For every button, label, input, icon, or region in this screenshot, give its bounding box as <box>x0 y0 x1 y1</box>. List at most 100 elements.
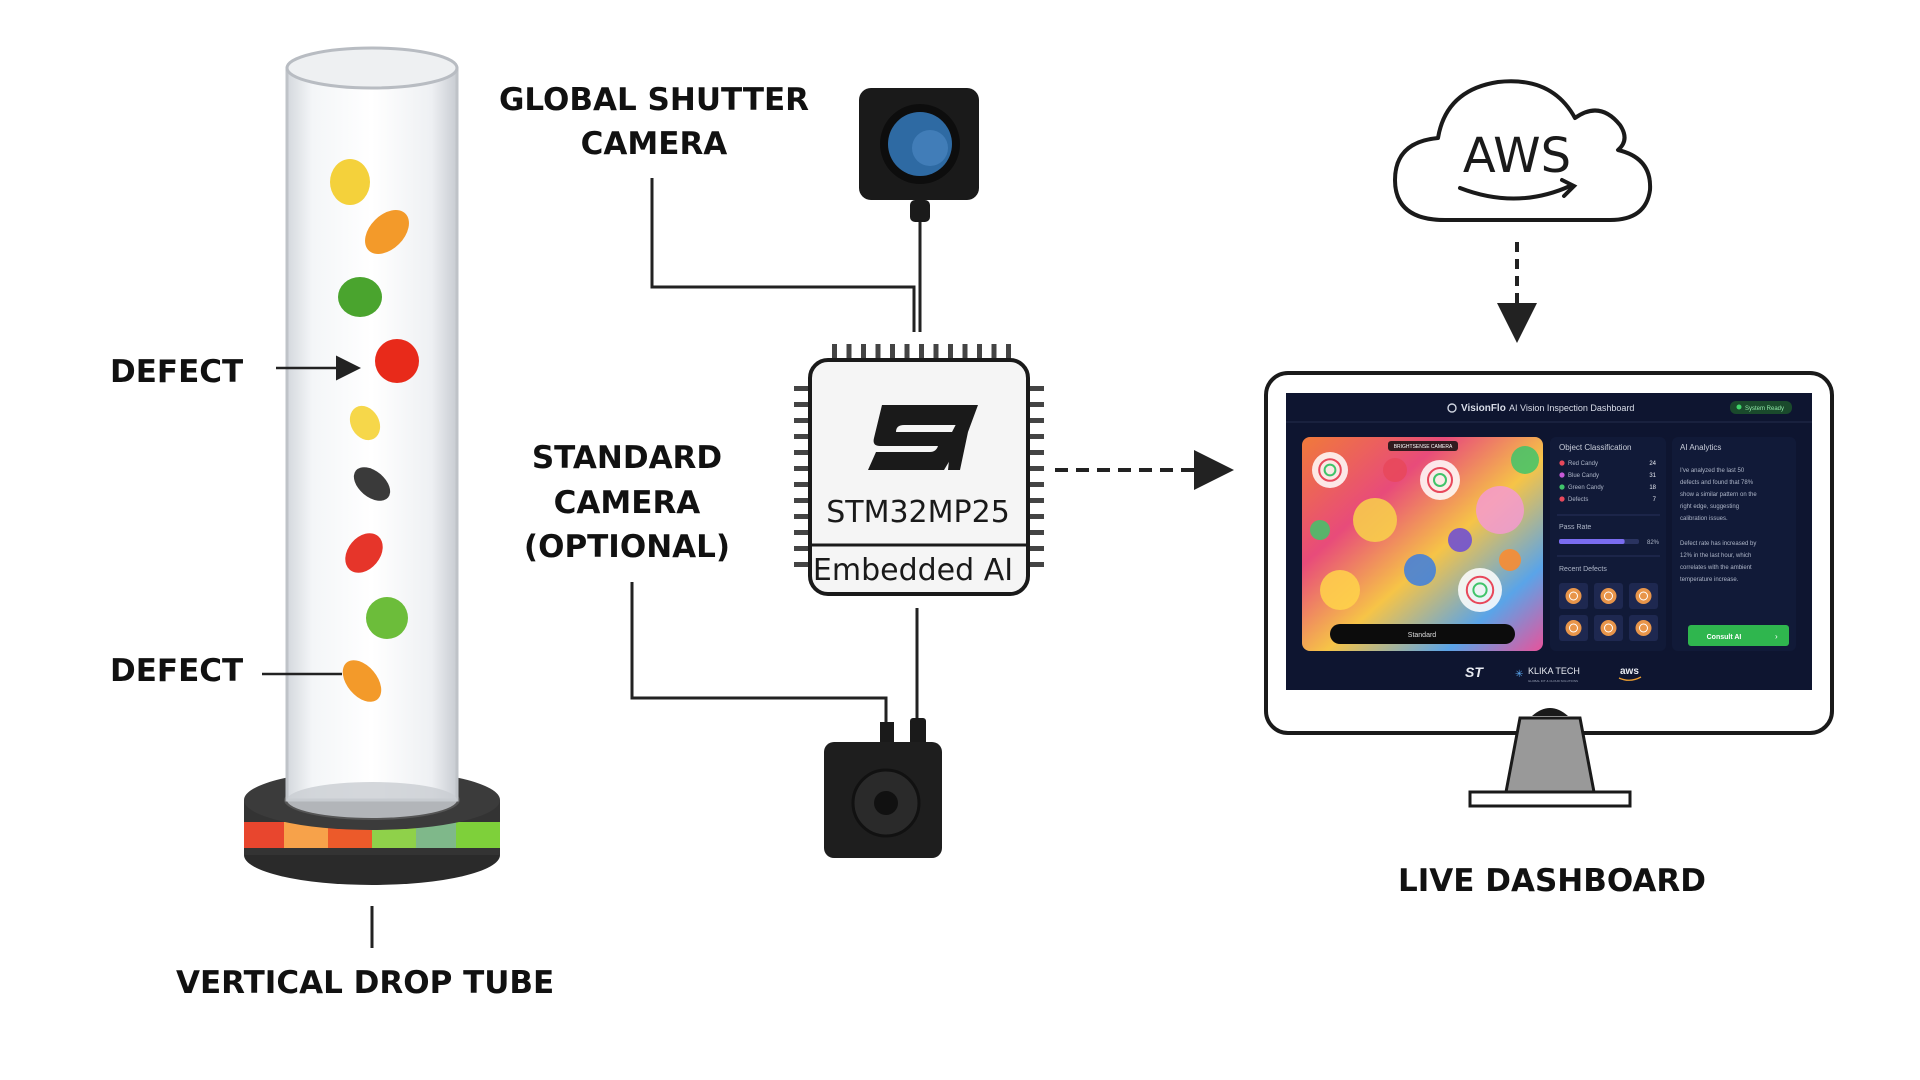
candy-blob <box>1383 458 1407 482</box>
analytics-line: 12% in the last hour, which <box>1680 553 1751 559</box>
svg-text:AI Vision Inspection Dashboard: AI Vision Inspection Dashboard <box>1509 403 1634 413</box>
dashboard-footer-logos: ST ✳ KLIKA TECH GLOBAL IOT & CLOUD SOLUT… <box>1465 664 1642 683</box>
svg-text:CAMERA: CAMERA <box>581 126 728 162</box>
chip-pin <box>794 530 810 535</box>
chip-pin <box>977 344 982 360</box>
class-label: Green Candy <box>1568 485 1604 491</box>
svg-text:AI Analytics: AI Analytics <box>1680 443 1721 452</box>
analytics-line: right edge, suggesting <box>1680 504 1739 510</box>
camera-feed-panel: BRIGHTSENSE CAMERA Standard <box>1302 437 1543 651</box>
defect-thumbnail-candy <box>1604 591 1613 601</box>
chip-pin <box>1028 562 1044 567</box>
class-label: Red Candy <box>1568 461 1598 467</box>
chip-pin <box>962 344 968 360</box>
ai-analytics-panel: AI Analytics I've analyzed the last 50de… <box>1672 437 1796 651</box>
chip-pin <box>875 344 881 360</box>
defect-label-bottom: DEFECT <box>110 653 342 689</box>
defect-thumbnail-candy <box>1600 588 1617 604</box>
chip-pin <box>1028 498 1044 503</box>
chip-pin <box>861 344 866 360</box>
defect-thumbnail-candy <box>1600 620 1617 636</box>
classification-row: Blue Candy 31 <box>1559 472 1657 479</box>
analytics-line: temperature increase. <box>1680 577 1739 583</box>
analytics-line: calibration issues. <box>1680 516 1728 522</box>
candy-blob <box>1353 498 1397 542</box>
chip-pin <box>919 344 924 360</box>
chip-pin <box>794 498 810 503</box>
chip-pin <box>1006 344 1011 360</box>
svg-text:Standard: Standard <box>1408 632 1437 639</box>
chip-pin <box>948 344 953 360</box>
defect-label-top: DEFECT <box>110 354 361 390</box>
chip-pin <box>1028 434 1044 439</box>
class-count: 31 <box>1649 473 1656 479</box>
candy-blob <box>1458 568 1502 612</box>
standard-camera <box>824 718 942 858</box>
candy-blob <box>1404 554 1436 586</box>
candy-swirl <box>1433 473 1447 487</box>
candy-blob <box>1448 528 1472 552</box>
chip-pin <box>1028 386 1044 391</box>
candy-blob <box>1312 452 1348 488</box>
standard-camera-label: STANDARD CAMERA (OPTIONAL) <box>524 440 730 565</box>
class-label: Blue Candy <box>1568 473 1599 479</box>
class-count: 7 <box>1653 497 1657 503</box>
svg-text:Object Classification: Object Classification <box>1559 443 1631 452</box>
class-dot <box>1559 460 1565 466</box>
chip-pin <box>890 344 895 360</box>
camera-mode-button[interactable] <box>1330 624 1515 644</box>
candy-image-decor <box>1310 446 1539 612</box>
defect-thumbnail-candy <box>1569 591 1578 601</box>
chip-pin <box>794 386 810 391</box>
analytics-line: Defect rate has increased by <box>1680 541 1756 547</box>
svg-text:DEFECT: DEFECT <box>110 653 243 689</box>
stm32mp25-chip: ST STM32MP25 Embedded AI <box>794 344 1044 596</box>
chip-pin <box>794 450 810 455</box>
class-dot <box>1559 472 1565 478</box>
svg-text:82%: 82% <box>1647 540 1660 546</box>
class-label: Defects <box>1568 497 1588 503</box>
chip-pin <box>1028 466 1044 471</box>
defect-thumbnail-candy <box>1639 591 1648 601</box>
defect-thumbnail-candy <box>1565 588 1582 604</box>
svg-text:CAMERA: CAMERA <box>554 485 701 521</box>
class-count: 18 <box>1649 485 1656 491</box>
chip-pin <box>794 482 810 487</box>
svg-text:BRIGHTSENSE CAMERA: BRIGHTSENSE CAMERA <box>1394 444 1453 450</box>
live-dashboard-label: LIVE DASHBOARD <box>1398 863 1706 899</box>
chip-pin <box>794 434 810 439</box>
recent-defect-thumbnails <box>1559 583 1658 641</box>
chip-pin <box>1028 514 1044 519</box>
svg-text:Recent Defects: Recent Defects <box>1559 566 1607 573</box>
chip-pin <box>1028 546 1044 551</box>
chip-pin <box>1028 402 1044 407</box>
chip-pin <box>1028 450 1044 455</box>
chip-subtitle: Embedded AI <box>813 553 1013 588</box>
footer-st-logo: ST <box>1465 664 1484 680</box>
candies <box>330 159 419 702</box>
svg-text:DEFECT: DEFECT <box>110 354 243 390</box>
analytics-line: correlates with the ambient <box>1680 565 1752 571</box>
svg-text:VisionFlo: VisionFlo <box>1461 403 1506 414</box>
candy-blob <box>1420 460 1460 500</box>
chip-pin <box>933 344 939 360</box>
klika-star-icon: ✳ <box>1515 669 1523 680</box>
svg-text:ST: ST <box>917 461 919 463</box>
chip-pin <box>1028 482 1044 487</box>
consult-ai-button[interactable] <box>1688 625 1789 646</box>
chip-pins <box>794 344 1044 567</box>
svg-text:›: › <box>1775 632 1778 641</box>
chip-pin <box>832 344 837 360</box>
footer-klika-logo: KLIKA TECH <box>1528 666 1580 676</box>
chip-pin <box>991 344 997 360</box>
defect-thumbnail-candy <box>1635 588 1652 604</box>
footer-aws-logo: aws <box>1620 666 1639 677</box>
standard-label-leader <box>630 582 888 740</box>
chip-pin <box>904 344 910 360</box>
vertical-drop-tube <box>244 46 500 948</box>
classification-row: Defects 7 <box>1559 496 1657 503</box>
class-dot <box>1559 496 1565 502</box>
